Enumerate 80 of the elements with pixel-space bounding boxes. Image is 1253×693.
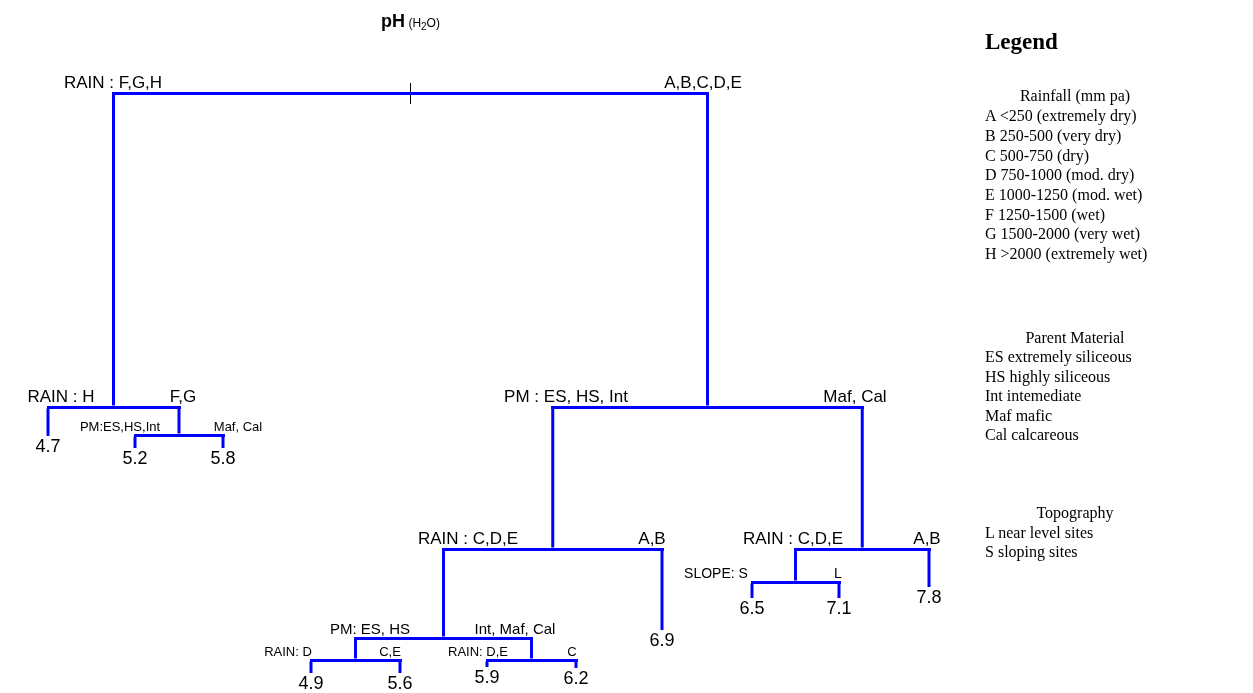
split-condition: PM: ES, HS <box>329 621 411 636</box>
key-entry: D 750-1000 (mod. dry) <box>985 167 1135 183</box>
tree-branch <box>133 436 137 448</box>
tree-branch <box>221 436 225 448</box>
split-condition: RAIN : C,D,E <box>741 530 845 547</box>
tree-branch <box>112 94 115 406</box>
split-condition: C,E <box>378 645 402 658</box>
tree-branch <box>530 639 533 659</box>
split-condition: Int, Maf, Cal <box>473 621 557 636</box>
split-bar <box>354 636 533 640</box>
tree-branch <box>398 661 402 673</box>
split-condition: Maf, Cal <box>822 388 888 405</box>
key-section-heading: Topography <box>1036 505 1114 521</box>
key-entry: E 1000-1250 (mod. wet) <box>985 187 1143 203</box>
tree-branch <box>46 408 50 436</box>
leaf-value: 7.8 <box>916 588 942 606</box>
split-bar <box>794 547 931 551</box>
leaf-value: 6.2 <box>563 669 589 687</box>
legend-heading: Legend <box>985 30 1058 53</box>
split-condition: SLOPE: S <box>683 566 749 580</box>
tree-branch <box>927 550 931 587</box>
tree-branch <box>574 661 578 668</box>
split-condition: PM : ES, HS, Int <box>503 388 629 405</box>
chart-title: pH (H$_{2}$O) <box>381 12 440 33</box>
leaf-value: 6.5 <box>739 599 765 617</box>
key-entry: L near level sites <box>985 525 1094 541</box>
key-entry: C 500-750 (dry) <box>985 148 1089 164</box>
split-condition: RAIN : H <box>26 388 96 405</box>
key-entry: A <250 (extremely dry) <box>985 108 1137 124</box>
tree-branch <box>794 550 797 581</box>
key-entry: ES extremely siliceous <box>985 349 1132 365</box>
key-entry: B 250-500 (very dry) <box>985 128 1122 144</box>
split-condition: F,G <box>168 388 198 405</box>
split-bar <box>442 547 664 551</box>
leaf-value: 7.1 <box>826 599 852 617</box>
tree-branch <box>177 408 181 434</box>
key-entry: HS highly siliceous <box>985 369 1111 385</box>
leaf-value: 5.9 <box>474 668 500 686</box>
leaf-value: 4.9 <box>298 674 324 692</box>
tree-branch <box>442 550 445 637</box>
split-condition: RAIN : F,G,H <box>62 74 164 91</box>
split-bar <box>112 91 709 95</box>
split-bar <box>750 580 841 584</box>
split-condition: A,B,C,D,E <box>663 74 743 91</box>
key-entry: S sloping sites <box>985 544 1078 560</box>
split-bar <box>46 405 181 409</box>
split-condition: PM:ES,HS,Int <box>78 420 162 433</box>
split-condition: C <box>566 645 578 658</box>
split-condition: Maf, Cal <box>212 420 264 433</box>
split-condition: RAIN: D,E <box>447 645 509 658</box>
key-entry: Cal calcareous <box>985 427 1079 443</box>
key-section-heading: Parent Material <box>1025 330 1125 346</box>
split-bar <box>485 658 578 662</box>
key-entry: H >2000 (extremely wet) <box>985 246 1148 262</box>
leaf-value: 6.9 <box>649 631 675 649</box>
leaf-value: 5.8 <box>210 449 236 467</box>
split-bar <box>133 433 225 437</box>
tree-branch <box>860 408 864 548</box>
split-condition: A,B <box>912 530 942 547</box>
split-condition: RAIN : C,D,E <box>416 530 520 547</box>
leaf-value: 5.2 <box>122 449 148 467</box>
tree-branch <box>660 550 664 630</box>
split-condition: RAIN: D <box>263 645 313 658</box>
leaf-value: 5.6 <box>387 674 413 692</box>
tree-branch <box>706 94 709 406</box>
key-section-heading: Rainfall (mm pa) <box>1019 88 1131 104</box>
split-bar <box>551 405 864 409</box>
split-bar <box>309 658 402 662</box>
key-entry: G 1500-2000 (very wet) <box>985 226 1141 242</box>
tree-branch <box>837 583 841 598</box>
tree-branch <box>354 639 357 659</box>
key-entry: F 1250-1500 (wet) <box>985 207 1105 223</box>
split-condition: A,B <box>637 530 667 547</box>
tree-branch <box>551 408 555 548</box>
split-condition: L <box>833 566 843 580</box>
key-entry: Maf mafic <box>985 408 1053 424</box>
leaf-value: 4.7 <box>35 437 61 455</box>
tree-branch <box>309 661 313 673</box>
tree-branch <box>750 583 754 598</box>
key-entry: Int intemediate <box>985 388 1082 404</box>
